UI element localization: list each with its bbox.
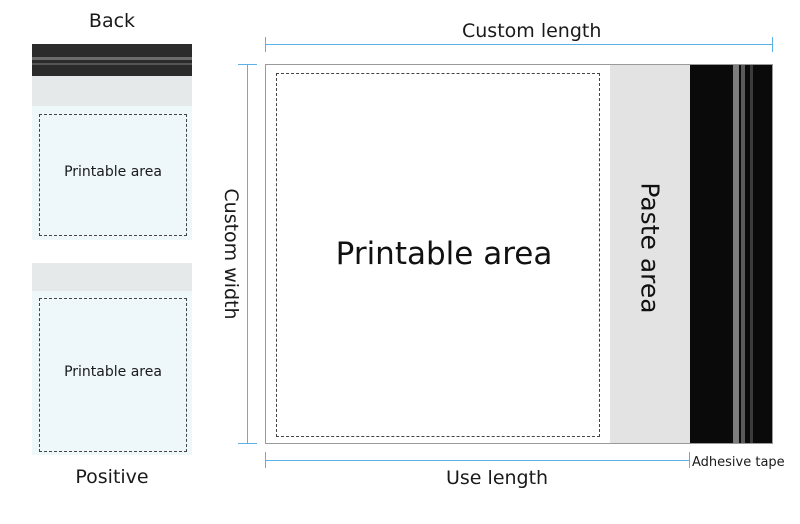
paste-area-label: Paste area xyxy=(635,182,665,314)
back-adhesive-strip xyxy=(32,44,192,76)
main-printable-label: Printable area xyxy=(335,236,553,272)
main-printable-box xyxy=(276,73,600,437)
adhesive-tape-label: Adhesive tape xyxy=(692,455,785,470)
tape-stripe-3 xyxy=(750,65,753,443)
custom-length-tick-right xyxy=(772,37,773,52)
use-length-tick-right xyxy=(689,452,690,468)
back-paste-strip xyxy=(32,76,192,106)
tape-stripe-2 xyxy=(741,65,745,443)
back-printable-label: Printable area xyxy=(64,164,162,180)
positive-thumbnail: Printable area xyxy=(32,263,192,455)
custom-width-tick-bottom xyxy=(238,443,257,444)
use-length-line xyxy=(265,460,690,461)
use-length-tick-left xyxy=(265,452,266,468)
positive-top-strip xyxy=(32,263,192,291)
custom-width-line xyxy=(247,64,248,444)
back-thumbnail: Printable area xyxy=(32,44,192,240)
tape-stripe xyxy=(733,65,739,443)
positive-printable-label: Printable area xyxy=(64,364,162,380)
positive-title: Positive xyxy=(75,466,149,488)
use-length-label: Use length xyxy=(446,467,549,489)
back-title: Back xyxy=(88,10,136,32)
adhesive-tape-zone xyxy=(690,65,772,443)
custom-length-tick-left xyxy=(265,37,266,52)
custom-width-label: Custom width xyxy=(220,188,242,320)
back-tape-stripe-2 xyxy=(32,63,192,65)
custom-length-line xyxy=(265,44,773,45)
paste-area-zone xyxy=(610,65,690,443)
custom-width-tick-top xyxy=(238,64,257,65)
custom-length-label: Custom length xyxy=(462,20,602,42)
positive-printable-box: Printable area xyxy=(39,298,187,452)
back-tape-stripe xyxy=(32,57,192,60)
back-printable-box: Printable area xyxy=(39,114,187,236)
